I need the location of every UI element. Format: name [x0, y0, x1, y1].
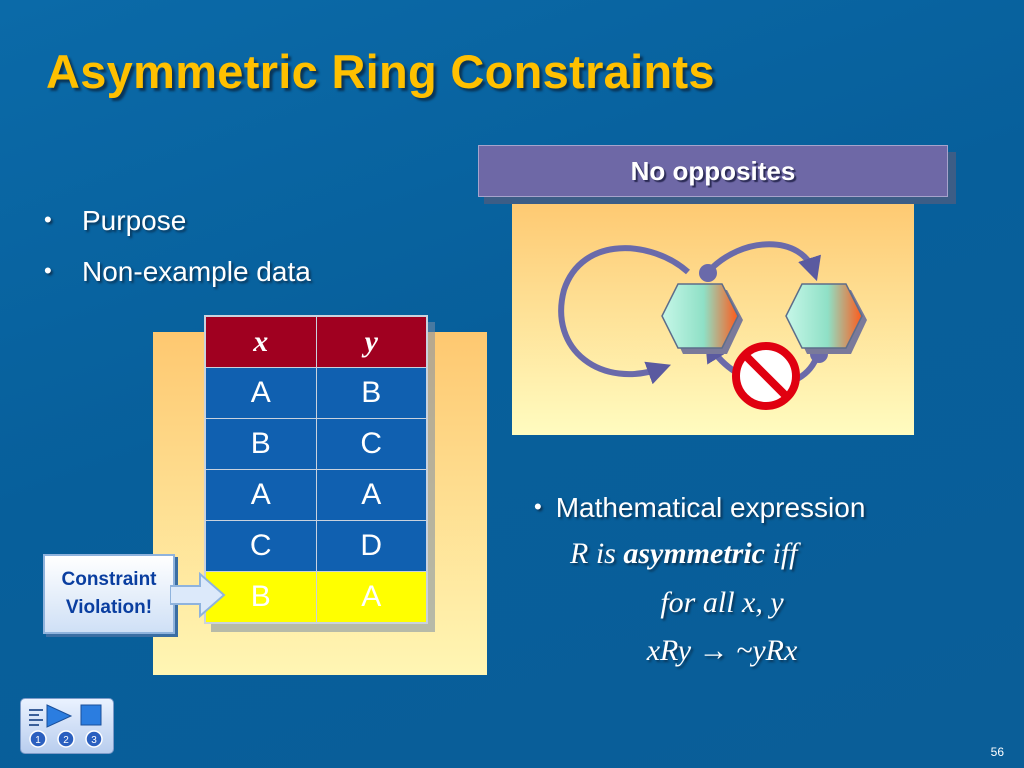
column-header-x: x	[204, 315, 317, 368]
cell-y: A	[315, 571, 428, 624]
bullet-non-example: • Non-example data	[44, 246, 311, 297]
slide-number: 56	[990, 745, 1004, 759]
bullet-purpose: • Purpose	[44, 195, 311, 246]
nav-button-3-label: 3	[91, 735, 97, 746]
bullet-text: Purpose	[82, 205, 187, 236]
callout-line-1: Constraint	[61, 569, 157, 590]
column-header-y: y	[315, 315, 428, 368]
menu-icon[interactable]	[29, 709, 43, 726]
cell-y: B	[315, 367, 428, 419]
ring-diagram	[558, 241, 867, 410]
callout-line-2: Violation!	[65, 597, 153, 618]
nav-controls: 1 2 3	[29, 704, 103, 748]
cell-y: D	[315, 520, 428, 572]
nav-button-1-label: 1	[35, 735, 41, 746]
self-loop-arrow	[558, 245, 690, 385]
cell-x: B	[204, 418, 317, 470]
cell-x: B	[204, 571, 317, 624]
slide-title: Asymmetric Ring Constraints	[46, 45, 715, 98]
arc-left-to-right	[705, 241, 821, 282]
role-dot-icon	[699, 264, 717, 282]
cell-y: C	[315, 418, 428, 470]
cell-x: C	[204, 520, 317, 572]
slide-navigation[interactable]: 1 2 3	[20, 698, 114, 754]
bullet-dot-icon: •	[44, 258, 52, 283]
math-line-3: xRy → ~yRx	[646, 634, 798, 667]
bullet-list: • Purpose • Non-example data	[44, 195, 311, 297]
math-line-1-post: iff	[764, 537, 798, 570]
math-line-1-bold: asymmetric	[623, 537, 765, 570]
bullet-dot-icon: •	[534, 494, 542, 519]
math-line-1: R is asymmetric iff	[570, 537, 990, 571]
cell-x: A	[204, 469, 317, 521]
math-bullet: • Mathematical expression	[534, 492, 865, 524]
nav-button-2-label: 2	[63, 735, 69, 746]
callout-arrow-icon	[170, 572, 226, 618]
stop-icon[interactable]	[80, 704, 102, 726]
math-line-1-pre: R is	[570, 537, 624, 570]
cell-x: A	[204, 367, 317, 419]
play-icon[interactable]	[46, 704, 73, 728]
hexagon-node-right-icon	[785, 283, 863, 349]
bullet-dot-icon: •	[44, 207, 52, 232]
table-header-row: x y	[204, 315, 428, 368]
panel-header: No opposites	[478, 145, 948, 197]
math-line-2: for all x, y	[660, 586, 784, 619]
violation-callout: Constraint Violation!	[43, 554, 175, 634]
bullet-text: Non-example data	[82, 256, 311, 287]
nav-button-2[interactable]: 2	[57, 730, 75, 748]
nav-button-1[interactable]: 1	[29, 730, 47, 748]
hexagon-node-left-icon	[661, 283, 739, 349]
nav-button-3[interactable]: 3	[85, 730, 103, 748]
math-bullet-text: Mathematical expression	[555, 492, 866, 523]
no-symbol-icon	[732, 342, 800, 410]
cell-y: A	[315, 469, 428, 521]
